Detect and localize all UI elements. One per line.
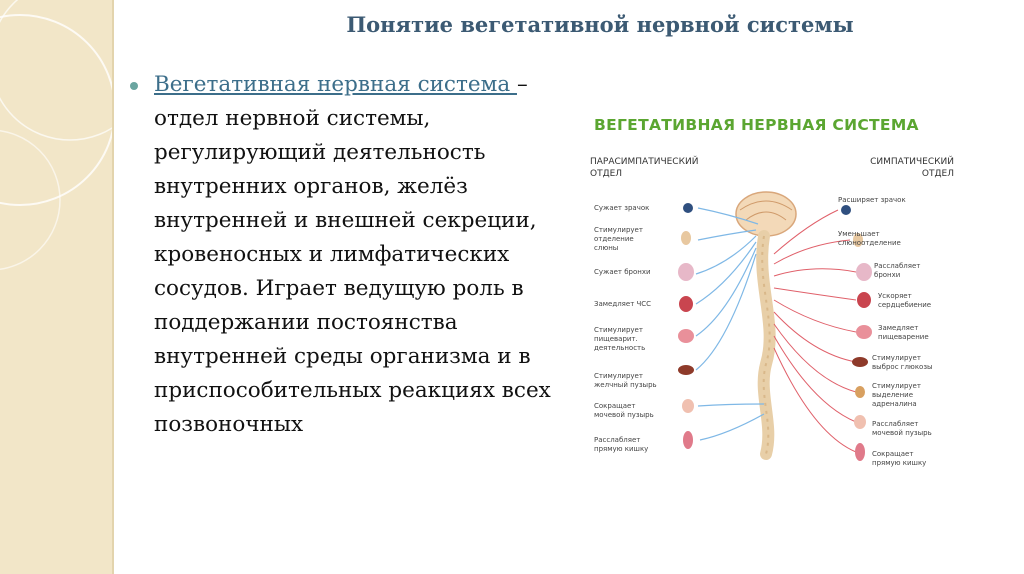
- side-panel-border: [112, 0, 114, 574]
- nervous-system-diagram: [678, 191, 872, 461]
- eye-icon-right: [841, 205, 851, 215]
- definition-text: Вегетативная нервная система – отдел нер…: [154, 68, 564, 442]
- adrenal-icon-right: [855, 386, 865, 398]
- figure-title: ВЕГЕТАТИВНАЯ НЕРВНАЯ СИСТЕМА: [594, 116, 919, 134]
- right-label: Ускоряет сердцебиение: [878, 292, 932, 309]
- term-link[interactable]: Вегетативная нервная система: [154, 72, 517, 97]
- left-label: Стимулирует отделение слюны: [594, 226, 643, 252]
- right-label: Расслабляет мочевой пузырь: [872, 420, 932, 437]
- decorative-arcs: [0, 0, 112, 271]
- liver-icon-right: [852, 357, 868, 367]
- right-label: Уменьшает слюноотделение: [838, 230, 901, 247]
- left-label: Сужает бронхи: [594, 268, 651, 276]
- sympathetic-nerves: [773, 209, 857, 453]
- brain-icon: [735, 191, 797, 237]
- lungs-icon: [678, 263, 694, 281]
- parasympathetic-nerves: [695, 207, 765, 441]
- stomach-icon: [678, 329, 694, 343]
- heart-icon-right: [857, 292, 871, 308]
- right-label: Расслабляет бронхи: [874, 262, 921, 279]
- liver-icon: [678, 365, 694, 375]
- right-label: Стимулирует выброс глюкозы: [872, 354, 933, 371]
- right-label: Замедляет пищеварение: [878, 324, 929, 341]
- right-label: Расширяет зрачок: [838, 196, 906, 204]
- right-label: Стимулирует выделение адреналина: [872, 382, 921, 408]
- left-label: Сокращает мочевой пузырь: [594, 402, 654, 419]
- heart-icon: [679, 296, 693, 312]
- slide-title: Понятие вегетативной нервной системы: [346, 12, 854, 37]
- bullet-dot-icon: [130, 82, 138, 90]
- left-label: Сужает зрачок: [594, 204, 650, 212]
- bladder-icon-right: [854, 415, 866, 429]
- right-label: Сокращает прямую кишку: [872, 450, 927, 467]
- lungs-icon-right: [856, 263, 872, 281]
- rectum-icon-right: [855, 443, 865, 461]
- rectum-icon: [683, 431, 693, 449]
- left-label: Замедляет ЧСС: [594, 300, 652, 308]
- left-label: Стимулирует пищеварит. деятельность: [594, 326, 646, 352]
- left-label: Расслабляет прямую кишку: [594, 436, 649, 453]
- stomach-icon-right: [856, 325, 872, 339]
- bladder-icon: [682, 399, 694, 413]
- definition-body: – отдел нервной системы, регулирующий де…: [154, 72, 551, 437]
- salivary-gland-icon: [681, 231, 691, 245]
- salivary-gland-icon-right: [853, 233, 863, 247]
- left-label: Стимулирует желчный пузырь: [594, 372, 657, 389]
- spine-icon: [756, 230, 776, 460]
- eye-icon: [683, 203, 693, 213]
- sympathetic-heading: СИМПАТИЧЕСКИЙ ОТДЕЛ: [870, 157, 954, 179]
- decorative-side-panel: [0, 0, 112, 574]
- anatomy-figure: ВЕГЕТАТИВНАЯ НЕРВНАЯ СИСТЕМА ПАРАСИМПАТИ…: [588, 104, 958, 476]
- parasympathetic-heading: ПАРАСИМПАТИЧЕСКИЙ ОТДЕЛ: [590, 157, 699, 179]
